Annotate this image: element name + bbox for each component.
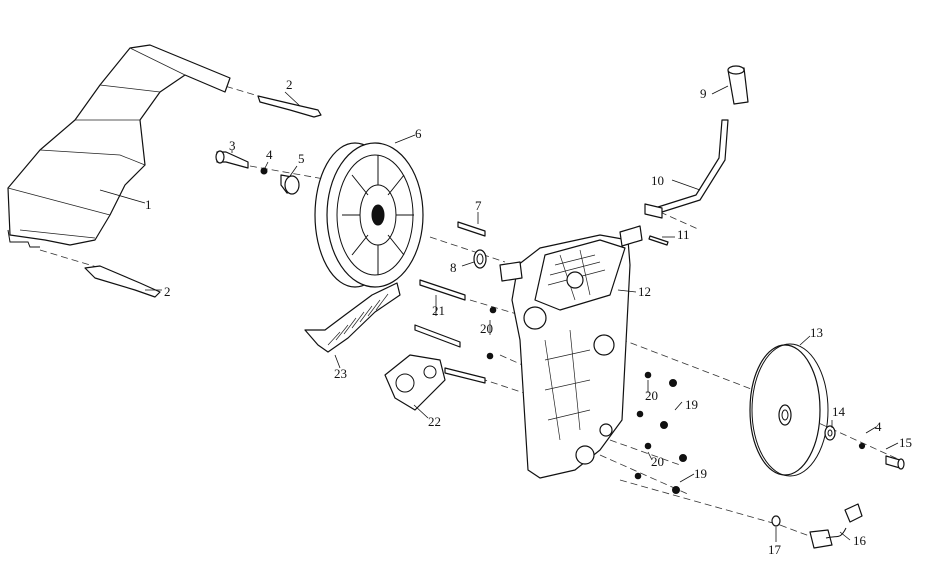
nuts-washers-parts-19-20 [486,306,687,494]
gearbox-housing-part-12 [499,225,643,479]
washer-part-14 [824,425,836,441]
callout-6: 6 [415,126,422,141]
callout-16: 16 [853,533,867,548]
callout-11: 11 [677,227,690,242]
gasket-plate-part-22 [384,354,446,411]
studs-part-21 [414,279,486,384]
callout-8: 8 [450,260,457,275]
callout-17: 17 [768,542,782,557]
bolt-part-3 [215,150,249,169]
belt-part-23 [304,282,401,353]
callout-22: 22 [428,414,441,429]
callout-23: 23 [334,366,347,381]
callout-20-lower: 20 [651,454,664,469]
callout-2-upper: 2 [286,77,293,92]
callout-21: 21 [432,303,445,318]
callout-14: 14 [832,404,846,419]
washer-part-4-left [260,167,268,175]
sensor-part-16 [809,503,863,549]
drive-disc-part-13 [749,343,829,477]
callout-labels: 1 2 2 3 4 4 5 6 7 8 9 10 11 12 13 14 15 … [145,77,912,557]
callout-4-left: 4 [266,147,273,162]
callout-20-left: 20 [480,321,493,336]
pin-part-7 [457,221,486,237]
callout-7: 7 [475,198,482,213]
belt-cover-part-1 [7,44,231,248]
shift-lever-part-10 [644,119,729,219]
bolt-part-15 [885,455,905,470]
callout-leader-lines [99,85,899,542]
callout-3: 3 [229,138,236,153]
pin-part-11 [648,235,669,246]
callout-5: 5 [298,151,305,166]
callout-15: 15 [899,435,912,450]
shift-knob-part-9 [727,65,749,105]
callout-1: 1 [145,197,152,212]
pulley-part-6 [314,142,424,288]
callout-4-right: 4 [875,419,882,434]
callout-13: 13 [810,325,823,340]
callout-19-lower: 19 [694,466,707,481]
washer-part-17 [771,515,781,527]
oring-part-8 [473,249,487,269]
callout-20-middle: 20 [645,388,658,403]
callout-12: 12 [638,284,651,299]
washer-part-4-right [858,442,866,450]
bracket-part-2-upper [257,95,322,118]
assembly-axis-lines [39,79,901,541]
callout-2-lower: 2 [164,284,171,299]
bracket-part-2-lower [84,265,161,298]
callout-19-upper: 19 [685,397,698,412]
callout-9: 9 [700,86,707,101]
callout-10: 10 [651,173,664,188]
spacer-part-5 [280,174,300,195]
